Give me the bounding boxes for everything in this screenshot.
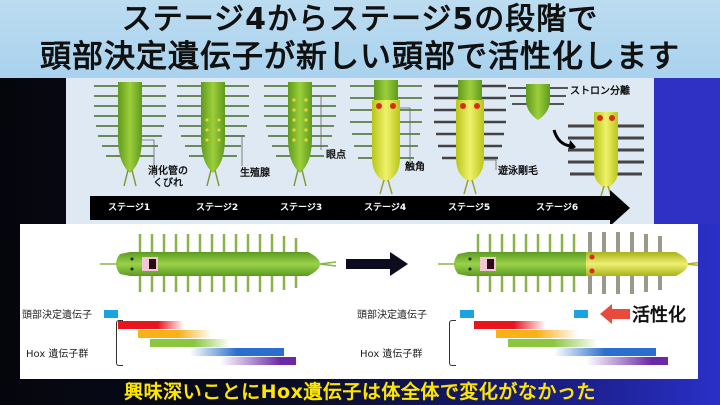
head-gene-bar-left	[104, 310, 118, 318]
hox-label-left: Hox 遺伝子群	[26, 349, 89, 360]
hox-bar-blue-right	[554, 348, 656, 356]
title-line-1: ステージ4からステージ5の段階で	[121, 2, 599, 37]
stage-development-figure: 消化管の くびれ 生殖腺 眼点 触角 遊泳剛毛 ストロン分離 ステージ1 ステー…	[66, 78, 654, 226]
hox-bracket-right	[449, 320, 456, 366]
hox-bar-blue-left	[190, 348, 284, 356]
annotation-swimming-chaetae: 遊泳剛毛	[498, 166, 538, 177]
blue-side-panel	[654, 78, 720, 224]
annotation-antenna: 触角	[405, 162, 425, 173]
head-gene-label-left: 頭部決定遺伝子	[22, 310, 92, 321]
gene-expression-worms	[100, 232, 698, 294]
annotation-gut-line-2: くびれ	[153, 178, 183, 189]
head-gene-label-right: 頭部決定遺伝子	[357, 310, 427, 321]
annotation-gut-line-1: 消化管の	[148, 166, 188, 177]
title-line-2: 頭部決定遺伝子が新しい頭部で活性化します	[40, 39, 680, 75]
hox-bar-purple-left	[220, 357, 296, 365]
annotation-eyespot: 眼点	[326, 150, 346, 161]
stage-label-5: ステージ5	[448, 203, 491, 213]
stage-label-3: ステージ3	[280, 203, 323, 213]
hox-label-right: Hox 遺伝子群	[360, 349, 423, 360]
hox-bar-red-right	[474, 321, 546, 329]
stage-label-4: ステージ4	[364, 203, 407, 213]
hox-bracket-left	[116, 320, 123, 366]
head-gene-bar-right-1	[460, 310, 474, 318]
stage-timeline-arrowhead	[610, 190, 630, 226]
hox-bar-orange-left	[138, 330, 212, 338]
annotation-gonad: 生殖腺	[240, 168, 270, 179]
hox-bar-red-left	[118, 321, 184, 329]
annotation-gut-constriction: 消化管の くびれ	[148, 166, 188, 190]
caption-text: 興味深いことにHox遺伝子は体全体で変化がなかった	[124, 381, 596, 403]
activation-label: 活性化	[632, 305, 686, 326]
title-banner: ステージ4からステージ5の段階で 頭部決定遺伝子が新しい頭部で活性化します	[0, 0, 720, 78]
stage-worms-illustration	[94, 80, 644, 197]
hox-bar-orange-right	[496, 330, 578, 338]
hox-bar-purple-right	[586, 357, 668, 365]
hox-bar-green-right	[508, 339, 598, 347]
head-gene-bar-right-2	[574, 310, 588, 318]
stage-label-1: ステージ1	[108, 203, 151, 213]
activation-arrow-icon	[600, 304, 630, 324]
gene-expression-figure: 頭部決定遺伝子 Hox 遺伝子群 頭部決定遺伝子 Hox 遺伝子群 活性化	[20, 224, 698, 379]
stage-label-6: ステージ6	[536, 203, 579, 213]
hox-bar-green-left	[150, 339, 230, 347]
annotation-stolon-detachment: ストロン分離	[570, 86, 630, 97]
stage-timeline-arrow	[90, 196, 610, 220]
stage-label-2: ステージ2	[196, 203, 239, 213]
